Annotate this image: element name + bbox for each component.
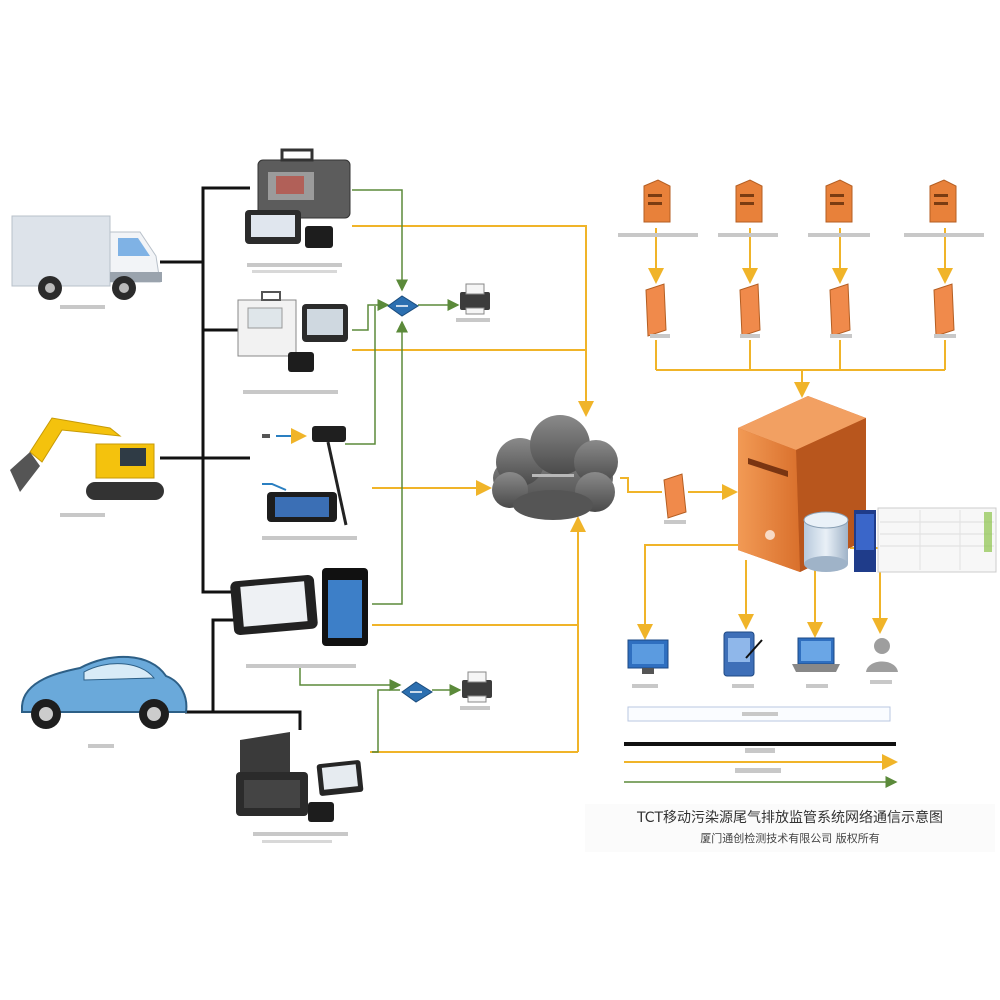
monitor-screen-icon [854,507,997,573]
black-connection-lines [160,186,302,730]
cloud-icon [492,415,618,520]
laptop-icon [792,637,840,688]
car-icon [21,655,188,748]
diagram-title: TCT移动污染源尾气排放监管系统网络通信示意图 厦门通创检测技术有限公司 版权所… [585,804,995,852]
obd-sensor-device [262,426,357,540]
branch-server-icon-2 [718,179,778,237]
pda-icon [723,631,763,688]
printer-icon [456,283,490,322]
branch-server-icon-3 [808,179,870,237]
user-icon [866,638,898,684]
title-sub: 厦门通创检测技术有限公司 版权所有 [700,831,880,845]
portable-case-device [236,732,364,843]
firewall-icon-1 [645,283,670,338]
legend [624,706,898,788]
branch-server-icon-1 [618,179,698,237]
green-connection-lines [299,189,462,753]
firewall-icon-2 [739,283,761,338]
excavator-icon [10,417,164,517]
yellow-connection-lines [352,225,953,753]
title-main: TCT移动污染源尾气排放监管系统网络通信示意图 [636,809,943,826]
firewall-icon-4 [933,283,956,338]
printer-icon-2 [460,671,492,710]
central-firewall-icon [663,473,687,524]
desktop-icon [627,639,669,688]
tablet-obd-device [230,568,368,668]
truck-icon [11,215,162,309]
firewall-icon-3 [829,283,852,338]
router-icon [387,295,419,317]
emission-analyzer-device [245,148,351,273]
database-icon [803,511,849,572]
branch-server-icon-4 [904,179,984,237]
smoke-meter-device [237,291,348,394]
router-icon-2 [401,681,433,703]
